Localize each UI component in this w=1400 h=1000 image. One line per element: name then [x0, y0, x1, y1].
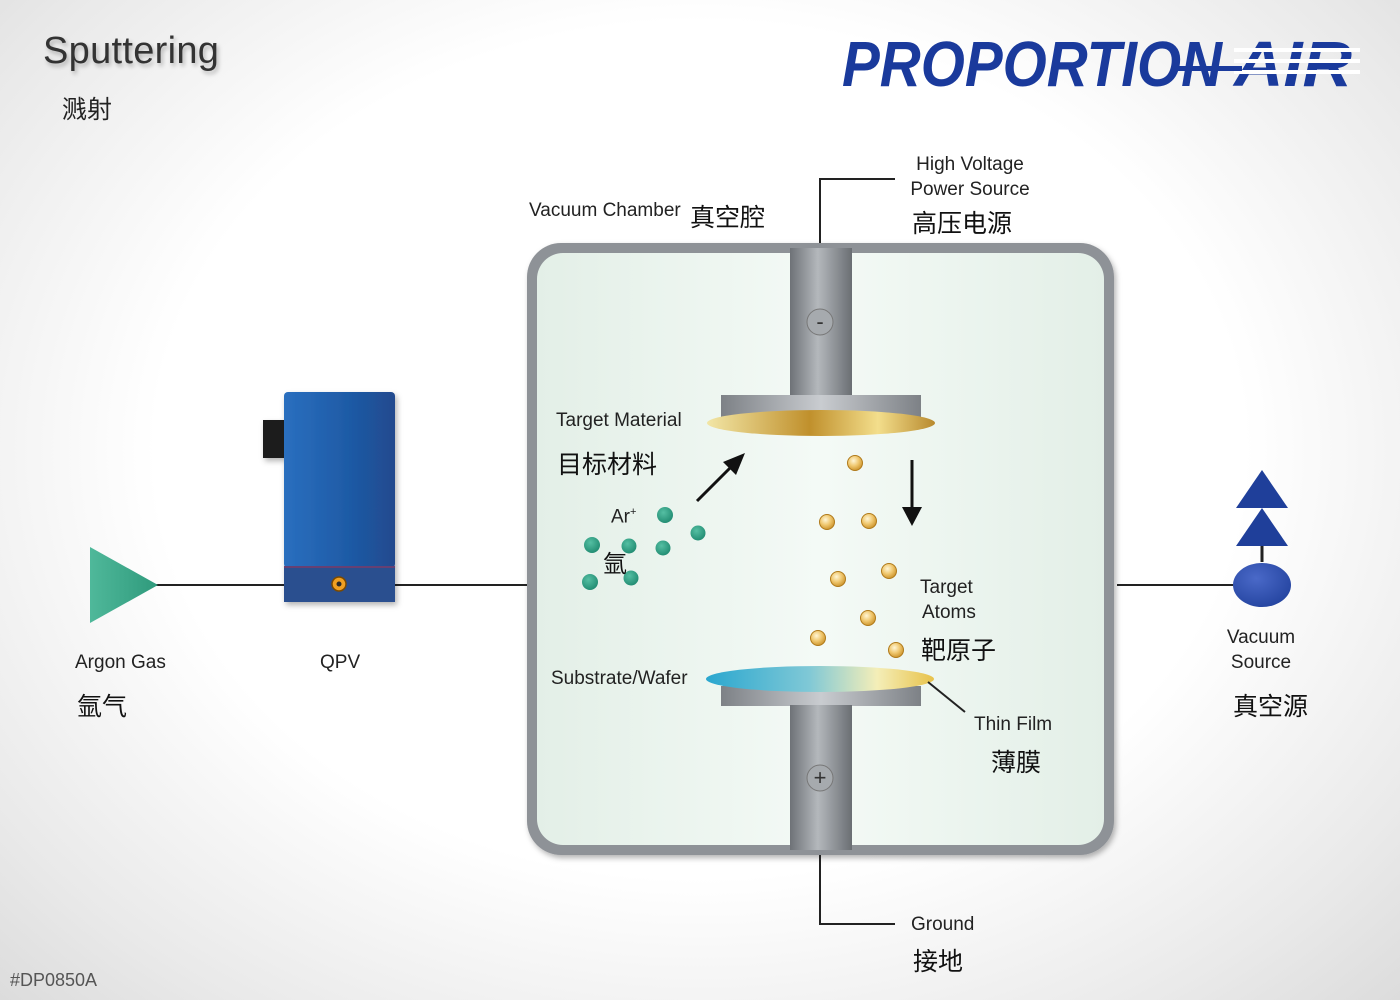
target-atom — [888, 642, 904, 658]
target-material-label: Target Material — [556, 410, 682, 431]
substrate-wafer-disc — [706, 666, 934, 692]
vacuum-source-label-zh: 真空源 — [1233, 693, 1309, 721]
logo-text-accent: AIR — [1232, 28, 1352, 96]
argon-ion — [621, 538, 637, 554]
cathode-sign: - — [816, 309, 824, 334]
high-voltage-label-line2: Power Source — [910, 179, 1030, 200]
argon-gas-label: Argon Gas — [75, 652, 166, 673]
argon-ion-label: Ar+ — [611, 506, 636, 528]
vacuum-source-label-line1: Vacuum — [1226, 627, 1296, 648]
target-atoms-label-zh: 靶原子 — [921, 637, 997, 665]
argon-ion — [655, 540, 671, 556]
ground-label: Ground — [911, 914, 975, 935]
qpv-label: QPV — [320, 652, 361, 673]
argon-gas-label-zh: 氩气 — [77, 693, 128, 721]
high-voltage-label-line1: High Voltage — [916, 154, 1024, 175]
target-atom — [830, 571, 846, 587]
vacuum-chamber-label: Vacuum Chamber — [529, 200, 681, 221]
substrate-wafer-label: Substrate/Wafer — [551, 668, 688, 689]
target-atom — [810, 630, 826, 646]
vacuum-pump-icon — [1233, 470, 1291, 607]
logo-text-main: PROPORTION — [842, 28, 1224, 96]
ground-lead — [819, 855, 895, 925]
thin-film-label: Thin Film — [974, 714, 1053, 735]
argon-ion-label-zh: 氩 — [603, 551, 627, 578]
target-atoms — [810, 455, 904, 658]
thin-film-pointer — [927, 681, 966, 713]
thin-film-label-zh: 薄膜 — [991, 749, 1042, 777]
target-atom — [860, 610, 876, 626]
anode-sign: + — [813, 765, 827, 790]
page-title: Sputtering — [43, 30, 220, 72]
anode-electrode — [721, 686, 921, 850]
high-voltage-lead — [819, 178, 895, 243]
argon-gas-source-icon — [90, 547, 158, 623]
target-material-label-zh: 目标材料 — [557, 451, 658, 479]
target-atom — [847, 455, 863, 471]
argon-ion — [690, 525, 706, 541]
target-atom — [861, 513, 877, 529]
argon-ion — [623, 570, 639, 586]
page-subtitle-zh: 溅射 — [62, 96, 113, 124]
argon-ion-charge: + — [630, 506, 637, 518]
argon-ion — [582, 574, 598, 590]
qpv-valve — [263, 392, 395, 602]
atom-arrow-icon — [902, 460, 922, 526]
argon-ion — [657, 507, 673, 523]
vacuum-chamber-label-zh: 真空腔 — [690, 204, 766, 232]
ground-label-zh: 接地 — [913, 948, 964, 976]
argon-ion — [584, 537, 600, 553]
high-voltage-label-zh: 高压电源 — [912, 210, 1013, 238]
target-atom — [881, 563, 897, 579]
target-atoms-label-line2: Atoms — [922, 602, 976, 623]
target-atoms-label-line1: Target — [920, 577, 973, 598]
vacuum-source-label-line2: Source — [1230, 652, 1292, 673]
target-atom — [819, 514, 835, 530]
proportion-air-logo: PROPORTION AIR — [842, 26, 1362, 101]
argon-ions — [582, 507, 706, 590]
logo-speed-lines — [1234, 48, 1360, 74]
argon-ion-symbol: Ar — [611, 506, 630, 528]
vacuum-chamber — [527, 243, 1114, 855]
anode-terminal-icon — [806, 764, 834, 792]
target-material-disc — [707, 410, 935, 436]
ion-arrow-icon — [695, 453, 745, 503]
cathode-terminal-icon — [806, 308, 834, 336]
document-id: #DP0850A — [10, 970, 98, 990]
